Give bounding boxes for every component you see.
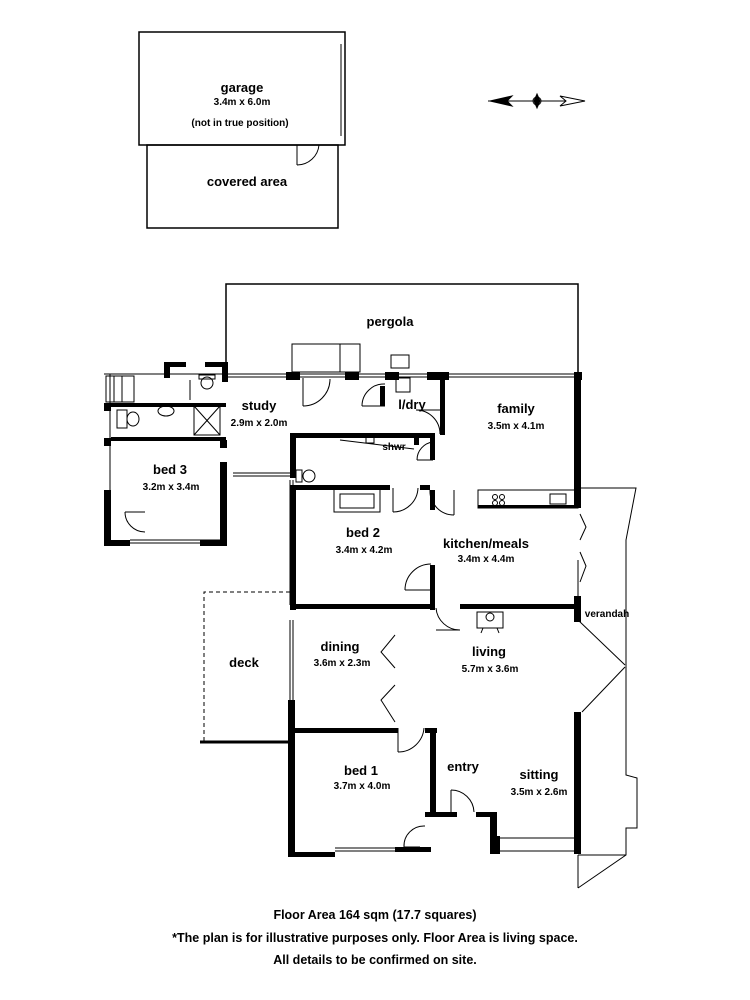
disclaimer-text: *The plan is for illustrative purposes o… [172, 931, 578, 945]
deck-outline [203, 591, 290, 743]
living-dims: 5.7m x 3.6m [461, 664, 519, 675]
garage-label: garage [220, 80, 264, 95]
study-label: study [241, 398, 277, 413]
garage-note: (not in true position) [191, 118, 289, 129]
bed2-dims: 3.4m x 4.2m [335, 545, 393, 556]
family-dims: 3.5m x 4.1m [487, 421, 545, 432]
kitchen-dims: 3.4m x 4.4m [457, 554, 515, 565]
door-swings [124, 378, 587, 848]
shwr-label: shwr [382, 442, 406, 453]
pergola-outline [225, 283, 579, 374]
deck-label: deck [229, 655, 259, 670]
garage-outline [138, 31, 346, 229]
entry-label: entry [447, 759, 479, 774]
bed1-dims: 3.7m x 4.0m [333, 781, 391, 792]
dining-label: dining [320, 639, 360, 654]
floor-area-text: Floor Area 164 sqm (17.7 squares) [273, 908, 477, 922]
bed3-dims: 3.2m x 3.4m [142, 482, 200, 493]
bed1-label: bed 1 [344, 763, 378, 778]
garage-dims: 3.4m x 6.0m [213, 97, 271, 108]
covered-area-label: covered area [206, 174, 288, 189]
kitchen-label: kitchen/meals [443, 536, 529, 551]
fixtures [105, 343, 579, 634]
compass-arrow-icon [488, 92, 586, 110]
pergola-label: pergola [366, 314, 414, 329]
bed3-label: bed 3 [153, 462, 187, 477]
sitting-label: sitting [519, 767, 559, 782]
dining-dims: 3.6m x 2.3m [313, 658, 371, 669]
study-dims: 2.9m x 2.0m [230, 418, 288, 429]
confirmation-text: All details to be confirmed on site. [273, 953, 477, 967]
verandah-outline [577, 487, 638, 889]
verandah-label: verandah [584, 609, 630, 620]
living-label: living [472, 644, 506, 659]
ldry-label: l/dry [398, 397, 426, 412]
bed2-label: bed 2 [346, 525, 380, 540]
walls [104, 362, 582, 857]
sitting-dims: 3.5m x 2.6m [510, 787, 568, 798]
family-label: family [497, 401, 535, 416]
